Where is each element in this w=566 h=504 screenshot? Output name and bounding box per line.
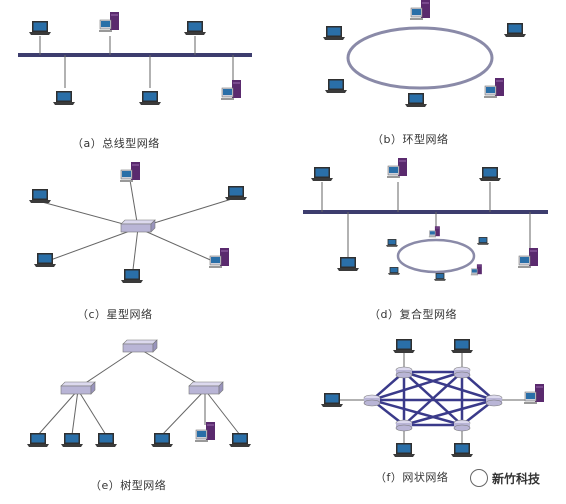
laptop-icon [504,23,526,37]
hybrid-topology [303,157,548,281]
laptop-icon [451,339,473,353]
bus-topology [18,11,252,105]
laptop-icon [393,443,415,457]
laptop-icon [34,253,56,267]
laptop-icon [29,21,51,35]
laptop-icon [337,257,359,271]
laptop-icon [184,21,206,35]
router-icon [395,366,413,379]
laptop-icon [405,93,427,107]
router-icon [395,419,413,432]
laptop-icon [29,189,51,203]
desktop-icon [428,226,441,238]
caption-hybrid: （d）复合型网络 [369,308,457,321]
wechat-icon [470,469,488,487]
desktop-icon [517,247,539,269]
laptop-icon [385,239,399,247]
router-icon [453,419,471,432]
desktop-icon [523,383,545,405]
laptop-icon [476,237,490,245]
laptop-icon [151,433,173,447]
laptop-icon [229,433,251,447]
tree-topology [27,339,251,447]
switch-icon [60,381,96,395]
laptop-icon [61,433,83,447]
laptop-icon [121,269,143,283]
ring-loop [346,26,494,90]
watermark-text: 新竹科技 [492,472,541,486]
laptop-icon [311,167,333,181]
desktop-icon [208,247,230,269]
laptop-icon [323,26,345,40]
caption-mesh: （f）网状网络 [375,471,449,484]
router-icon [363,394,381,407]
mesh-topology [321,339,545,457]
desktop-icon [470,264,483,276]
laptop-icon [27,433,49,447]
laptop-icon [225,186,247,200]
caption-star: （c）星型网络 [77,308,153,321]
caption-tree: （e）树型网络 [90,479,167,492]
laptop-icon [451,443,473,457]
star-topology [29,161,247,283]
router-icon [485,394,503,407]
caption-bus: （a）总线型网络 [72,137,160,150]
router-icon [453,366,471,379]
ring-topology [323,0,526,107]
desktop-icon [220,79,242,101]
laptop-icon [53,91,75,105]
laptop-icon [139,91,161,105]
laptop-icon [433,273,447,281]
desktop-icon [483,77,505,99]
hybrid-ring [396,238,476,274]
desktop-icon [98,11,120,33]
switch-icon [122,339,158,353]
desktop-icon [386,157,408,179]
switch-icon [188,381,224,395]
desktop-icon [119,161,141,183]
laptop-icon [321,393,343,407]
laptop-icon [393,339,415,353]
laptop-icon [479,167,501,181]
laptop-icon [95,433,117,447]
laptop-icon [387,267,401,275]
desktop-icon [409,0,431,21]
switch-icon [120,219,156,233]
laptop-icon [325,79,347,93]
caption-ring: （b）环型网络 [372,133,449,146]
